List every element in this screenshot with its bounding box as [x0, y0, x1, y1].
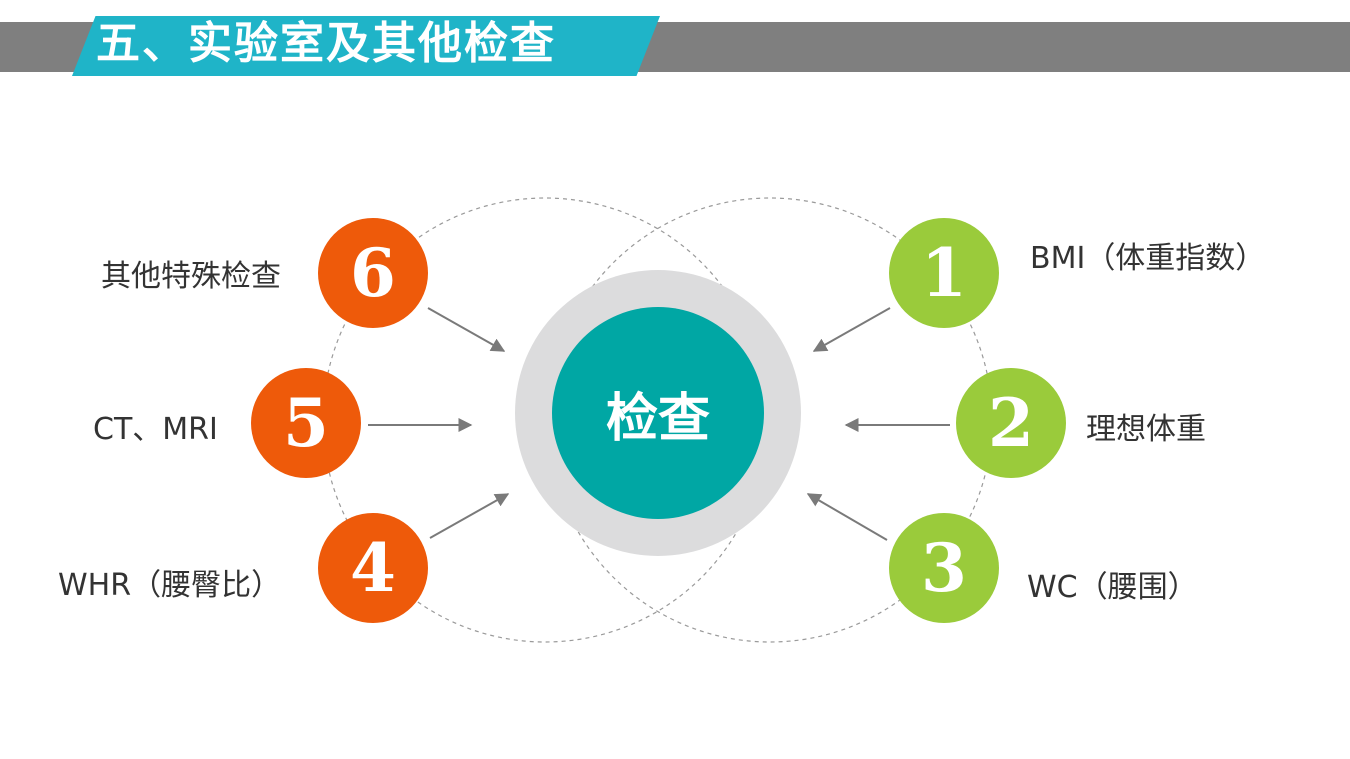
item-1-number: 1	[921, 234, 967, 312]
item-1-circle	[889, 218, 999, 328]
arrow-4	[429, 493, 510, 539]
item-5-number: 5	[283, 384, 329, 462]
item-5-label: CT、MRI	[93, 412, 218, 447]
item-3-circle	[889, 513, 999, 623]
item-3-label: WC（腰围）	[1027, 570, 1198, 605]
item-6-number: 6	[350, 234, 396, 312]
item-2-number: 2	[988, 384, 1034, 462]
item-3-number: 3	[921, 529, 967, 607]
item-6-label: 其他特殊检查	[101, 259, 281, 294]
title-tab	[72, 16, 660, 76]
arrow-6	[427, 307, 506, 352]
item-4-label: WHR（腰臀比）	[58, 568, 282, 603]
item-1-label: BMI（体重指数）	[1030, 241, 1266, 276]
arrow-3	[806, 493, 888, 541]
item-5-circle	[251, 368, 361, 478]
item-4-number: 4	[350, 529, 396, 607]
item-4-circle	[318, 513, 428, 623]
center-label: 检查	[605, 388, 710, 449]
item-6-circle	[318, 218, 428, 328]
arrow-1	[812, 307, 891, 352]
item-2-label: 理想体重	[1086, 412, 1206, 447]
page-title: 五、实验室及其他检查	[96, 18, 556, 69]
item-2-circle	[956, 368, 1066, 478]
center-circle	[552, 307, 764, 519]
